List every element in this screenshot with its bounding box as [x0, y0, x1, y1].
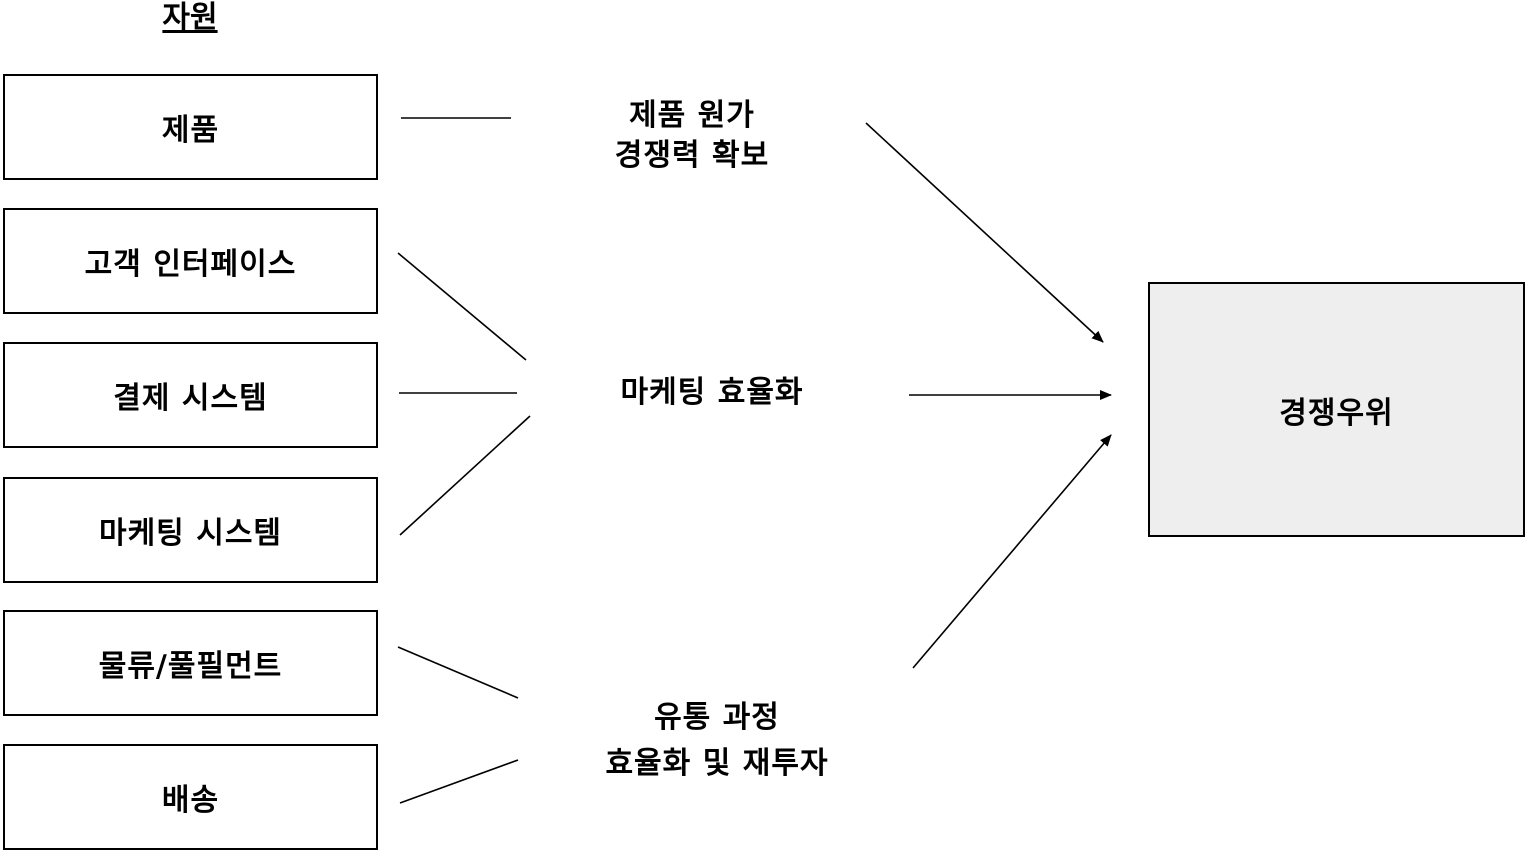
resource-box-marketing-system: 마케팅 시스템: [3, 477, 378, 583]
result-label: 경쟁우위: [1279, 395, 1394, 431]
resource-box-customer-interface: 고객 인터페이스: [3, 208, 378, 314]
resource-label: 제품: [161, 113, 220, 148]
resource-label: 결제 시스템: [113, 381, 268, 416]
resource-label: 배송: [161, 783, 220, 818]
resource-box-payment-system: 결제 시스템: [3, 342, 378, 448]
arrow-distribution-to-advantage: [912, 434, 1112, 669]
effect-line-1: 제품 원가: [629, 98, 755, 133]
effect-marketing-efficiency: 마케팅 효율화: [592, 373, 832, 413]
resource-box-delivery: 배송: [3, 744, 378, 850]
resource-box-logistics-fulfillment: 물류/풀필먼트: [3, 610, 378, 716]
resource-label: 물류/풀필먼트: [98, 649, 283, 684]
effect-cost-competitiveness: 제품 원가 경쟁력 확보: [592, 96, 792, 176]
resource-label: 마케팅 시스템: [98, 516, 283, 551]
effect-distribution-efficiency: 유통 과정 효율화 및 재투자: [582, 695, 852, 787]
line-logistics-to-distribution: [397, 646, 519, 699]
line-customer-to-marketing: [397, 252, 527, 361]
competitive-advantage-box: 경쟁우위: [1148, 282, 1525, 537]
effect-line-2: 경쟁력 확보: [614, 138, 770, 173]
resource-label: 고객 인터페이스: [84, 247, 297, 282]
effect-line-1: 유통 과정: [654, 700, 780, 735]
arrow-cost-to-advantage: [865, 122, 1104, 343]
line-marketing-system-to-marketing: [399, 415, 531, 536]
resource-box-product: 제품: [3, 74, 378, 180]
resources-header: 자원: [162, 0, 218, 35]
line-delivery-to-distribution: [399, 759, 519, 804]
effect-line-1: 마케팅 효율화: [620, 375, 804, 410]
effect-line-2: 효율화 및 재투자: [605, 746, 829, 781]
